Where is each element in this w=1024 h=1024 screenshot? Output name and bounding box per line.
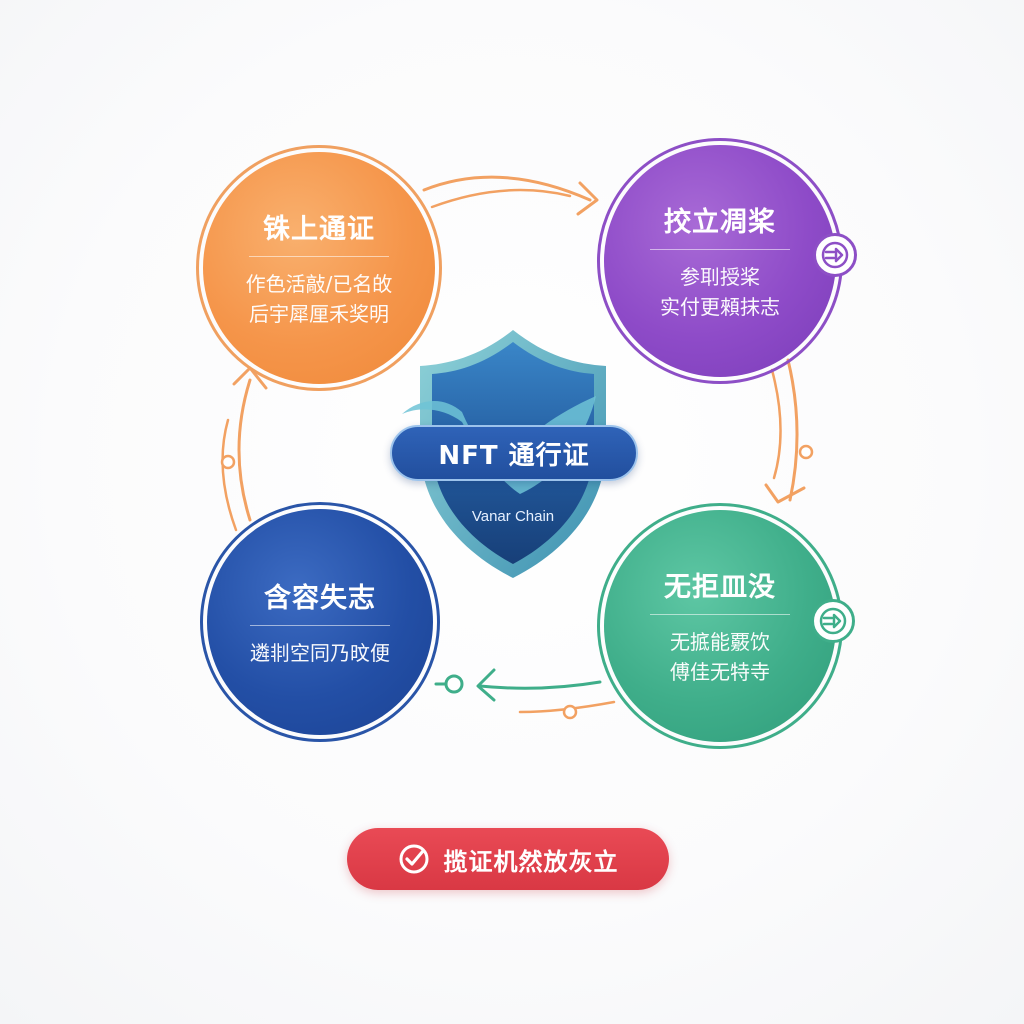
node-teal[interactable]: 无拒皿没 无掋能覈饮 傅佳无特寺	[604, 510, 836, 742]
node-title: 无拒皿没	[664, 572, 776, 603]
node-ring-blue	[200, 502, 440, 742]
node-desc-line: 作色活敲/已名敀	[245, 272, 393, 296]
node-title: 挍立凋桨	[664, 207, 776, 238]
node-ring-onchain	[196, 145, 442, 391]
connector-top-1	[422, 175, 592, 202]
node-title: 含容失志	[264, 583, 376, 614]
node-desc-line: 无掋能覈饮	[670, 630, 770, 654]
connector-bottom-1	[478, 680, 602, 690]
node-title: 铢上通证	[263, 214, 375, 245]
arrowhead-top	[576, 181, 599, 216]
node-desc-line: 实付更顂抹志	[660, 295, 780, 319]
arrowhead-bottom	[476, 668, 496, 702]
node-divider	[249, 256, 389, 257]
node-purple[interactable]: 挍立凋桨 参刵授桨 实付更顂抹志	[604, 145, 836, 377]
connector-bottom-end	[444, 674, 464, 694]
nft-pass-badge[interactable]: NFT 通行证	[390, 425, 638, 481]
connector-right-1	[786, 358, 799, 502]
brand-label: Vanar Chain	[471, 508, 555, 525]
node-desc-line: 参刵授桨	[680, 265, 760, 289]
connector-top-2	[430, 188, 572, 209]
node-onchain[interactable]: 铢上通证 作色活敲/已名敀 后宇犀厘禾奖明	[203, 152, 435, 384]
node-desc-line: 傅佳无特寺	[670, 660, 770, 684]
connector-bottom-dot	[562, 704, 578, 720]
arrowhead-right	[764, 483, 806, 504]
node-divider	[650, 614, 790, 615]
arrow-right-circle-icon[interactable]	[813, 233, 857, 277]
connector-right-dot	[798, 444, 814, 460]
status-button[interactable]: 揽证机然放灰立	[347, 828, 669, 890]
node-divider	[250, 625, 390, 626]
check-circle-icon	[398, 843, 430, 875]
arrow-right-circle-icon[interactable]	[811, 599, 855, 643]
status-label: 揽证机然放灰立	[443, 847, 619, 876]
connector-left-1	[237, 378, 252, 522]
connector-left-2	[221, 418, 238, 532]
node-desc-line: 遴剕空同乃旼便	[250, 641, 390, 665]
node-divider	[650, 249, 790, 250]
connector-right-2	[770, 368, 782, 480]
node-blue[interactable]: 含容失志 遴剕空同乃旼便	[207, 509, 433, 735]
connector-left-dot	[220, 454, 236, 470]
node-desc-line: 后宇犀厘禾奖明	[249, 302, 389, 326]
